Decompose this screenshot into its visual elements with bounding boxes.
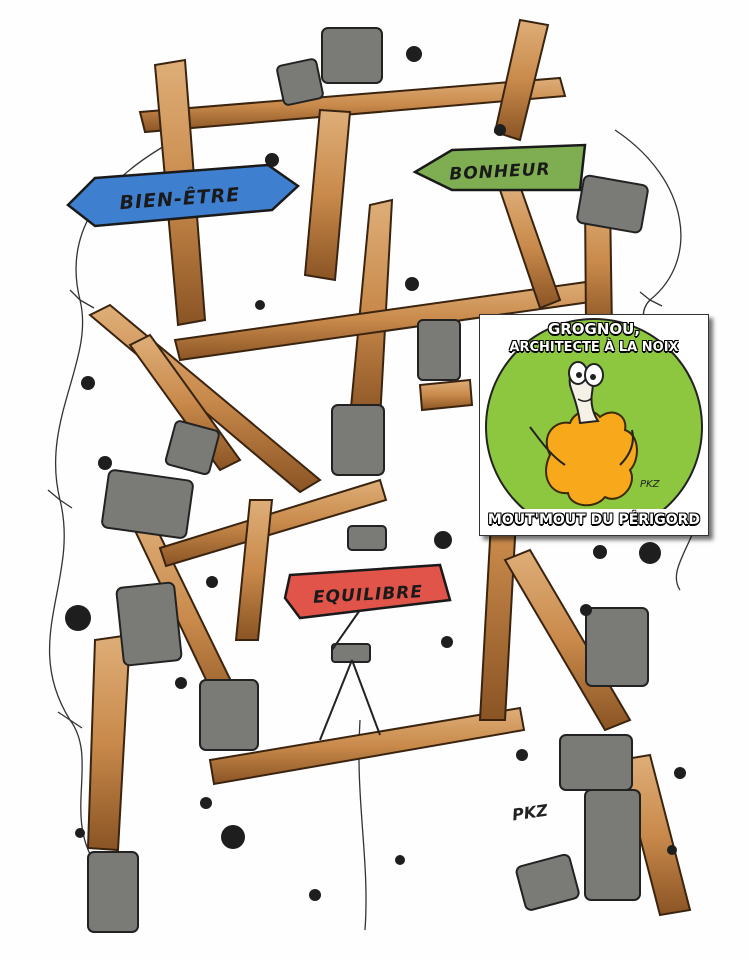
- badge-title-line1: GROGNOU,: [547, 320, 641, 338]
- badge-title-line2: ARCHITECTE À LA NOIX: [509, 340, 679, 355]
- badge-signature: PKZ: [640, 479, 661, 490]
- stone-blocks: [87, 27, 649, 933]
- badge-artwork: PKZ: [480, 318, 708, 535]
- sign-bien-etre: BIEN-ÊTRE: [66, 163, 300, 228]
- sheep-character-icon: [529, 361, 638, 507]
- sign-equilibre: EQUILIBRE: [283, 563, 452, 741]
- grognou-badge: PKZ GROGNOU, ARCHITECTE À LA NOIX MOUT'M…: [479, 314, 709, 536]
- sign-bonheur: BONHEUR: [412, 143, 587, 192]
- black-nuts: [65, 46, 686, 901]
- wooden-sticks: [86, 18, 692, 917]
- artist-signature: PKZ: [511, 801, 549, 825]
- badge-footer: MOUT'MOUT DU PÉRIGORD: [487, 512, 701, 528]
